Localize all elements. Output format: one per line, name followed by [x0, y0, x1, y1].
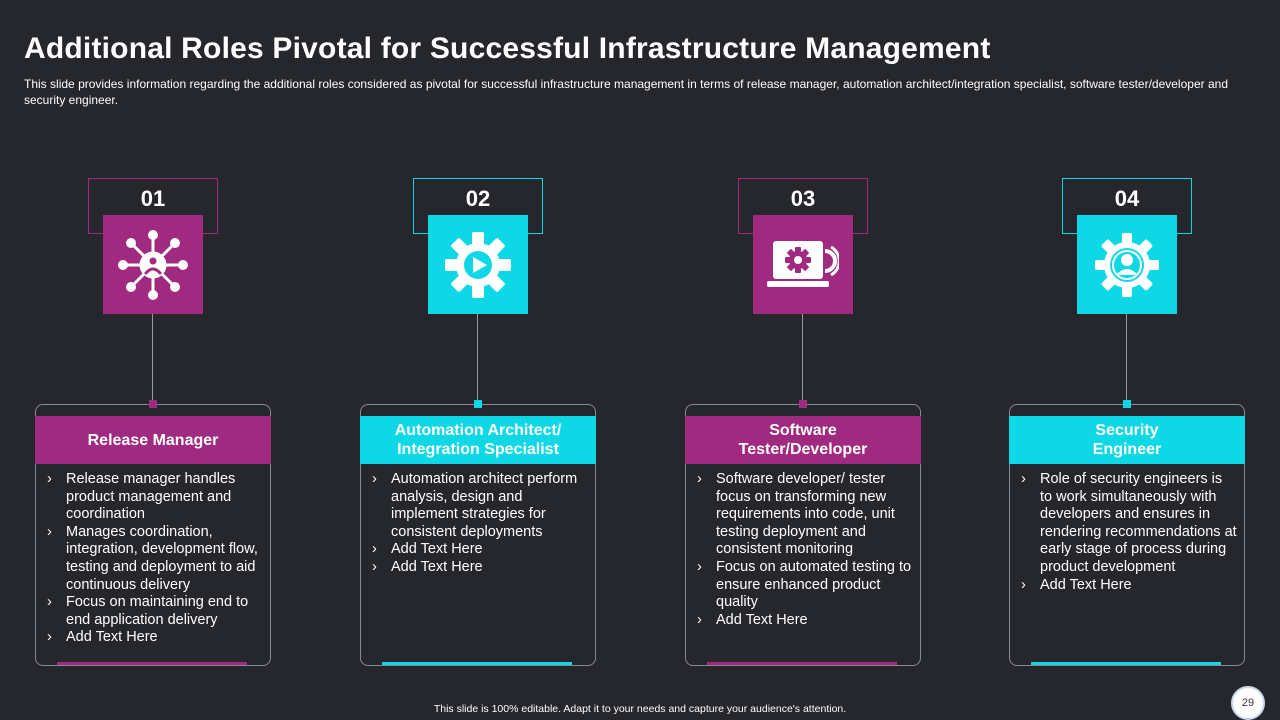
- role-bullet-list: Release manager handles product manageme…: [47, 471, 263, 647]
- role-column-release-manager: 01 Release Manager Release manager handl…: [35, 0, 271, 720]
- role-number: 03: [790, 186, 816, 211]
- role-icon-box: [103, 215, 203, 314]
- bullet-item: Manages coordination, integration, devel…: [47, 524, 263, 594]
- connector-line: [802, 314, 803, 400]
- role-bullet-list: Automation architect perform analysis, d…: [372, 471, 588, 577]
- role-number: 02: [465, 186, 491, 211]
- bullet-item: Role of security engineers is to work si…: [1021, 471, 1237, 577]
- footer-note: This slide is 100% editable. Adapt it to…: [433, 703, 847, 715]
- role-icon-box: [753, 215, 853, 314]
- laptop-gear-icon: [767, 240, 839, 287]
- bullet-item: Add Text Here: [372, 559, 588, 577]
- role-number: 01: [140, 186, 166, 211]
- network-user-icon: [118, 229, 188, 300]
- role-number: 04: [1114, 186, 1140, 211]
- role-bullet-list: Role of security engineers is to work si…: [1021, 471, 1237, 594]
- bullet-item: Automation architect perform analysis, d…: [372, 471, 588, 541]
- bullet-item: Add Text Here: [1021, 577, 1237, 595]
- page-number-badge: 29: [1231, 686, 1265, 720]
- role-header: Release Manager: [35, 416, 271, 464]
- card-underline: [1031, 662, 1221, 665]
- role-header: Automation Architect/Integration Special…: [360, 416, 596, 464]
- connector-line: [477, 314, 478, 400]
- gear-user-icon: [1095, 232, 1159, 297]
- connector-line: [1126, 314, 1127, 400]
- role-column-automation-architect: 02 Automation Architect/Integration Spec…: [360, 0, 596, 720]
- connector-dot: [474, 400, 482, 408]
- role-icon-box: [1077, 215, 1177, 314]
- card-underline: [707, 662, 897, 665]
- bullet-item: Focus on automated testing to ensure enh…: [697, 559, 913, 612]
- connector-dot: [1123, 400, 1131, 408]
- page-subtitle: This slide provides information regardin…: [24, 77, 1228, 107]
- bullet-item: Release manager handles product manageme…: [47, 471, 263, 524]
- connector-line: [152, 314, 153, 400]
- page-title: Additional Roles Pivotal for Successful …: [24, 32, 991, 65]
- connector-dot: [799, 400, 807, 408]
- bullet-item: Focus on maintaining end to end applicat…: [47, 594, 263, 629]
- connector-dot: [149, 400, 157, 408]
- gear-play-icon: [445, 231, 511, 298]
- bullet-item: Add Text Here: [47, 629, 263, 647]
- bullet-item: Add Text Here: [372, 541, 588, 559]
- card-underline: [57, 662, 247, 665]
- card-underline: [382, 662, 572, 665]
- role-icon-box: [428, 215, 528, 314]
- role-bullet-list: Software developer/ tester focus on tran…: [697, 471, 913, 629]
- bullet-item: Software developer/ tester focus on tran…: [697, 471, 913, 559]
- bullet-item: Add Text Here: [697, 612, 913, 630]
